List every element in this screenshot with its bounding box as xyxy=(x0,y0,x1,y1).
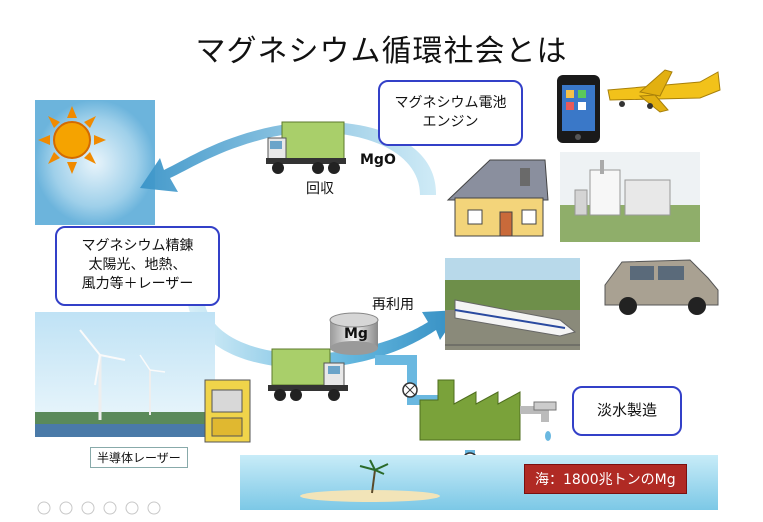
truck-icon-top xyxy=(266,121,346,174)
power-plant-photo xyxy=(560,152,700,242)
refining-box: マグネシウム精錬 太陽光、地熱、 風力等＋レーザー xyxy=(55,226,220,306)
slide-navigation-icons[interactable] xyxy=(37,501,161,515)
battery-engine-box: マグネシウム電池 エンジン xyxy=(378,80,523,146)
house-icon xyxy=(446,159,549,237)
truck-icon-bottom xyxy=(268,348,348,401)
airplane-icon xyxy=(607,69,721,113)
semiconductor-laser-caption: 半導体レーザー xyxy=(90,447,188,468)
collection-label: 回収 xyxy=(306,181,334,197)
reuse-arrow xyxy=(188,305,460,369)
desalination-box: 淡水製造 xyxy=(572,386,682,436)
reuse-label: 再利用 xyxy=(372,297,414,313)
engine-label: エンジン xyxy=(422,114,479,130)
mg-ingot-icon xyxy=(329,312,379,355)
desalination-label: 淡水製造 xyxy=(596,401,657,419)
mgo-label: MgO xyxy=(360,152,396,168)
page-title: マグネシウム循環社会とは xyxy=(195,34,568,69)
energy-sources-label-1: 太陽光、地熱、 xyxy=(88,257,187,273)
sea-magnesium-label: 海：1800兆トンのMg xyxy=(524,464,687,494)
energy-sources-label-2: 風力等＋レーザー xyxy=(81,276,194,292)
smartphone-icon xyxy=(557,75,600,143)
laser-device-icon xyxy=(204,379,251,443)
car-icon xyxy=(604,259,719,315)
sun-icon xyxy=(35,100,155,225)
mg-label: Mg xyxy=(344,326,368,342)
shinkansen-photo xyxy=(445,258,580,350)
collection-arrow xyxy=(140,121,437,195)
wind-turbine-photo xyxy=(35,312,215,437)
battery-label: マグネシウム電池 xyxy=(394,95,507,111)
refining-label: マグネシウム精錬 xyxy=(81,238,194,254)
